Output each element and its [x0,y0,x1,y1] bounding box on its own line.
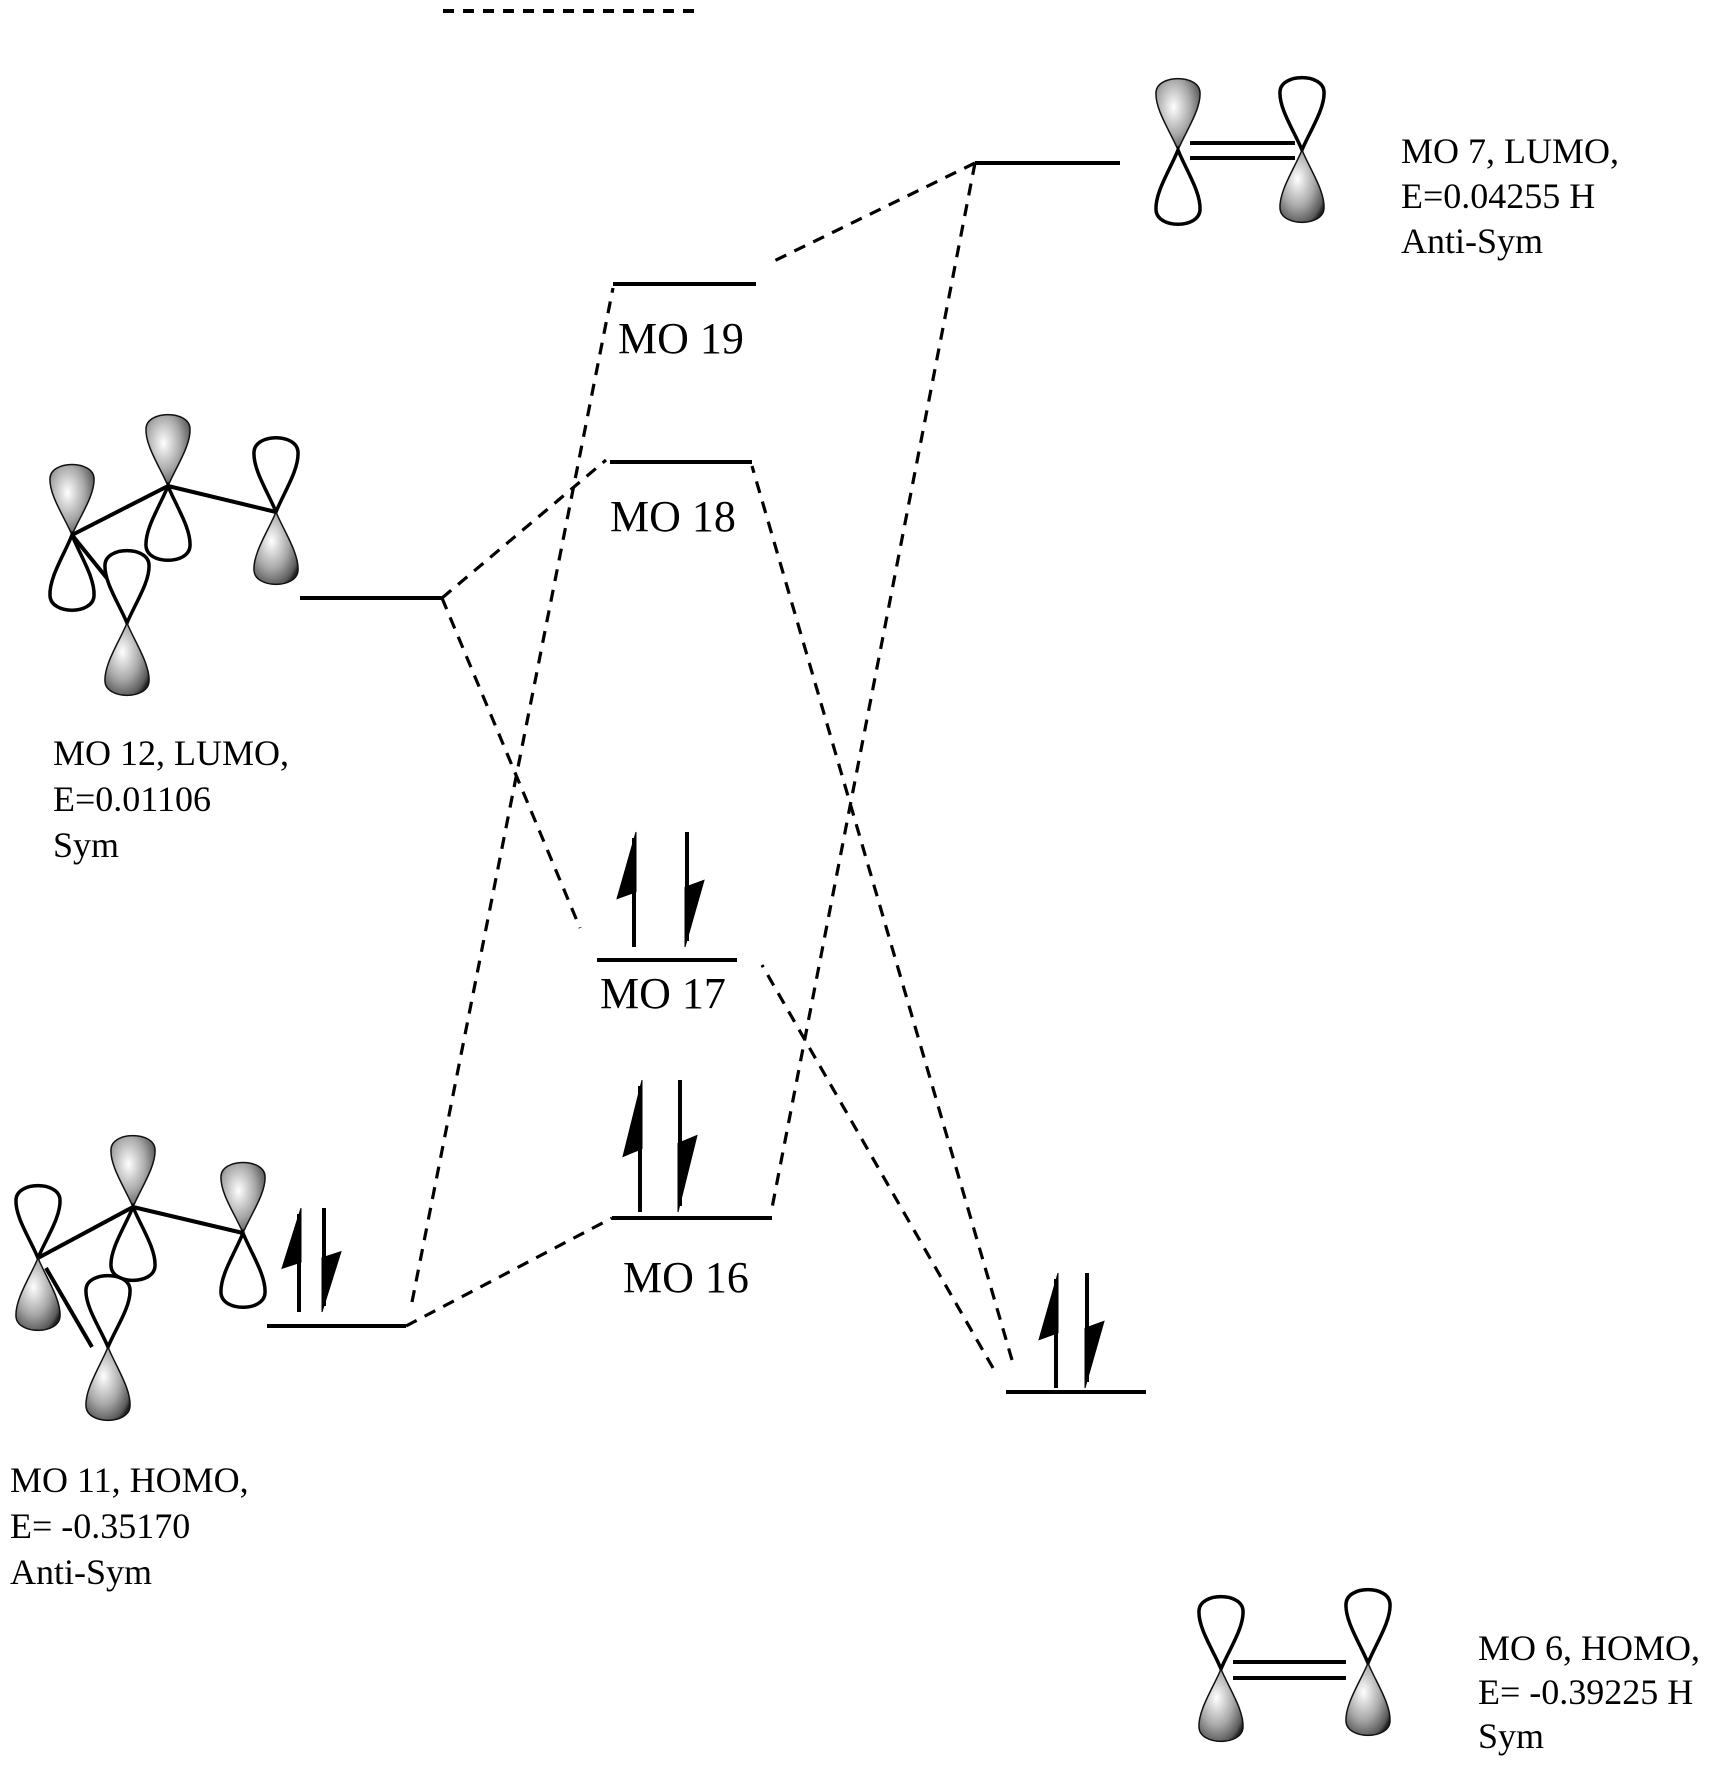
correlation-line-ethylene_homo-mo18 [750,465,1014,1361]
ethylene-homo-p-orbital-1-lower-lobe-icon [1198,1667,1244,1742]
correlation-line-ethylene_homo-mo17 [760,964,995,1369]
ethylene-lumo-p-orbital-2-lower-lobe-icon [1279,148,1325,223]
allyl-homo-bond [44,1266,94,1349]
allyl-homo-p-orbital-1-upper-lobe-icon [14,1184,62,1263]
ethylene-homo-p-orbital-1-upper-lobe-icon [1197,1595,1245,1674]
ethylene-homo-label-line1: MO 6, HOMO, [1478,1628,1700,1668]
ethylene-lumo-p-orbital-1-lower-lobe-icon [1154,145,1202,226]
allyl-homo-p-orbital-1-lower-lobe-icon [15,1256,61,1331]
allyl-lumo-bond [71,484,169,537]
ethylene-lumo-energy: E=0.04255 H [1401,176,1595,216]
allyl-homo-bond [132,1205,244,1235]
mo18-label: MO 18 [610,492,736,541]
ethylene-homo-energy: E= -0.39225 H [1478,1672,1693,1712]
spin-up-arrow-icon [622,1079,643,1158]
ethylene-lumo-p-orbital-2-upper-lobe-icon [1278,76,1326,155]
allyl-homo-p-orbital-4-lower-lobe-icon [85,1345,131,1421]
ethylene-homo-label: MO 6, HOMO, E= -0.39225 H Sym [1478,1628,1700,1756]
allyl-lumo-p-orbital-1-upper-lobe-icon [49,463,95,537]
allyl-lumo-label: MO 12, LUMO, E=0.01106 Sym [53,733,289,865]
spin-down-arrow-icon [321,1250,342,1313]
allyl-homo-label-line1: MO 11, HOMO, [10,1460,249,1500]
ethylene-homo-symmetry: Sym [1478,1716,1544,1756]
ethylene-lumo-label-line1: MO 7, LUMO, [1401,131,1619,171]
correlation-line-allyl_homo-mo19 [410,287,615,1303]
mo19-label: MO 19 [618,314,744,363]
allyl-lumo-p-orbital-2-upper-lobe-icon [145,413,191,488]
allyl-lumo-p-orbital-3-upper-lobe-icon [252,436,300,517]
allyl-lumo-p-orbital-3-lower-lobe-icon [253,510,299,585]
spin-up-arrow-icon [616,831,637,900]
correlation-line-allyl_homo-mo16 [405,1216,613,1328]
spin-down-arrow-icon [1084,1320,1105,1389]
allyl-homo-p-orbital-4-upper-lobe-icon [84,1273,132,1352]
allyl-homo-p-orbital-2-upper-lobe-icon [110,1134,156,1209]
spin-down-arrow-icon [684,879,705,948]
correlation-line-allyl_lumo-mo17 [440,597,582,929]
allyl-homo-symmetry: Anti-Sym [10,1552,152,1592]
allyl-homo-bond [37,1205,134,1260]
spin-up-arrow-icon [1038,1272,1059,1341]
mo16-label: MO 16 [623,1253,749,1302]
allyl-lumo-p-orbital-4-upper-lobe-icon [103,549,151,628]
correlation-line-allyl_lumo-mo18 [440,458,608,600]
allyl-lumo-p-orbital-4-lower-lobe-icon [104,621,150,696]
allyl-lumo-symmetry: Sym [53,825,119,865]
energy-levels [267,161,1146,1394]
correlation-line-ethylene_lumo-mo19 [771,161,976,264]
allyl-lumo-energy: E=0.01106 [53,779,211,819]
ethylene-homo-p-orbital-2-lower-lobe-icon [1345,1661,1391,1736]
allyl-lumo-p-orbital-1-lower-lobe-icon [48,530,96,612]
allyl-homo-p-orbital-3-lower-lobe-icon [219,1228,267,1309]
allyl-homo-p-orbital-2-lower-lobe-icon [109,1202,157,1282]
allyl-lumo-bond [167,484,277,514]
correlation-lines [405,161,1014,1369]
allyl-lumo-label-line1: MO 12, LUMO, [53,733,289,773]
mo17-label: MO 17 [600,969,726,1018]
orbital-drawings [14,76,1392,1742]
electron-pairs [281,831,1105,1389]
ethylene-homo-p-orbital-2-upper-lobe-icon [1344,1588,1392,1668]
allyl-homo-energy: E= -0.35170 [10,1506,190,1546]
spin-down-arrow-icon [677,1134,698,1213]
allyl-homo-label: MO 11, HOMO, E= -0.35170 Anti-Sym [10,1460,249,1592]
allyl-lumo-p-orbital-2-lower-lobe-icon [144,481,192,562]
ethylene-lumo-label: MO 7, LUMO, E=0.04255 H Anti-Sym [1401,131,1619,261]
ethylene-lumo-p-orbital-1-upper-lobe-icon [1155,77,1201,152]
allyl-homo-p-orbital-3-upper-lobe-icon [220,1161,266,1235]
spin-up-arrow-icon [281,1207,302,1270]
correlation-line-ethylene_lumo-mo16 [770,162,977,1209]
ethylene-lumo-symmetry: Anti-Sym [1401,221,1543,261]
